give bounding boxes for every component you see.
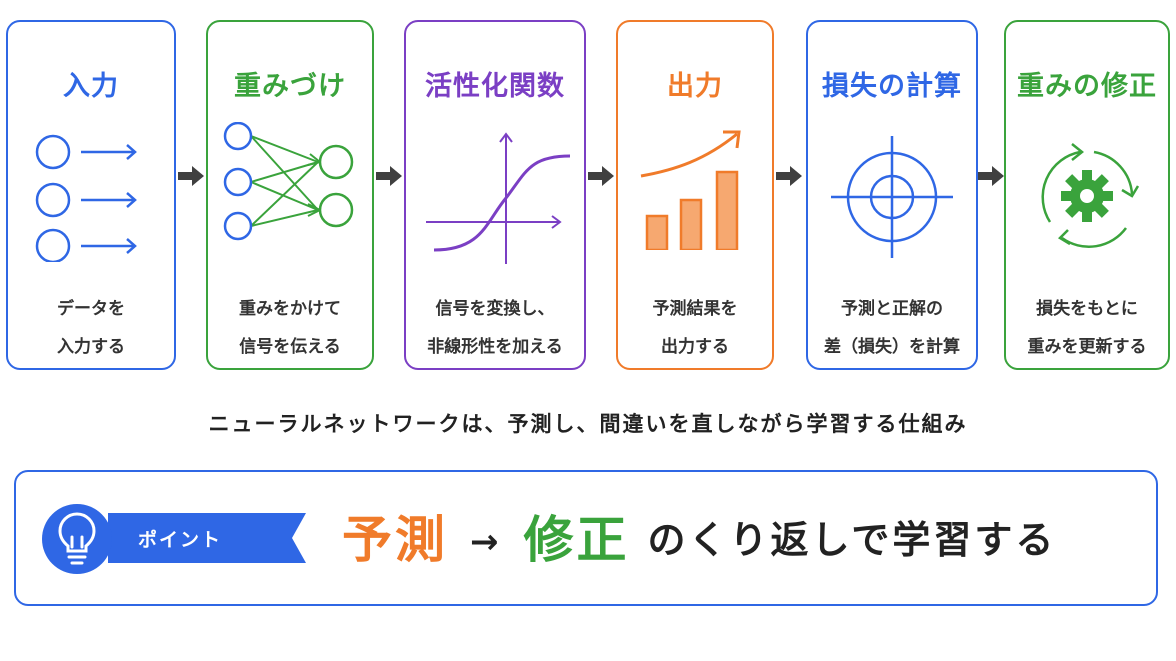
desc-line: 重みを更新する <box>1027 337 1147 357</box>
correct-word: 修正 <box>523 511 630 569</box>
desc-line: 損失をもとに <box>1036 299 1138 319</box>
point-message: 予測 → 修正のくり返しで学習する <box>342 510 1056 572</box>
step-description: 予測と正解の 差（損失）を計算 <box>808 290 976 366</box>
arrow-symbol: → <box>470 522 502 562</box>
desc-line: 信号を伝える <box>239 337 341 357</box>
desc-line: 重みをかけて <box>239 299 341 319</box>
predict-word: 予測 <box>342 511 448 569</box>
step-title: 活性化関数 <box>425 71 565 102</box>
step-loss: 損失の計算 予測と正解の 差（損失）を計算 <box>806 20 978 370</box>
desc-line: 差（損失）を計算 <box>824 337 960 357</box>
flow-arrow-icon <box>374 164 404 192</box>
step-output: 出力 予測結果を 出力する <box>616 20 774 370</box>
step-weight-update: 重みの修正 <box>1004 20 1170 370</box>
bar-growth-icon <box>635 120 755 254</box>
step-activation: 活性化関数 信号を変換し、 非線形性を加える <box>404 20 586 370</box>
flow-arrow-icon <box>774 164 804 192</box>
step-title: 損失の計算 <box>822 71 962 102</box>
desc-line: データを <box>57 299 125 319</box>
weighted-network-icon <box>220 121 360 246</box>
desc-line: 予測結果を <box>652 299 738 319</box>
flow-arrow-icon <box>586 164 616 192</box>
desc-line: 予測と正解の <box>841 299 943 319</box>
desc-line: 非線形性を加える <box>427 337 563 357</box>
lightbulb-icon <box>42 504 112 574</box>
desc-line: 入力する <box>57 337 125 357</box>
desc-line: 出力する <box>661 337 729 357</box>
step-description: 重みをかけて 信号を伝える <box>208 290 372 366</box>
step-title: 出力 <box>667 71 723 102</box>
summary-text: ニューラルネットワークは、予測し、間違いを直しながら学習する仕組み <box>208 412 968 436</box>
step-description: 予測結果を 出力する <box>618 290 772 366</box>
target-icon <box>827 132 957 266</box>
desc-line: 信号を変換し、 <box>435 299 555 319</box>
step-title: 重みづけ <box>234 71 346 102</box>
flow-arrow-icon <box>176 164 206 192</box>
step-input: 入力 データを 入力する <box>6 20 176 370</box>
step-description: データを 入力する <box>8 290 174 366</box>
sigmoid-curve-icon <box>420 128 571 272</box>
point-box: ポイント 予測 → 修正のくり返しで学習する <box>14 470 1158 606</box>
input-nodes-icon <box>31 122 151 266</box>
point-tail-text: のくり返しで学習する <box>647 518 1057 562</box>
step-title: 入力 <box>63 71 119 102</box>
point-label: ポイント <box>138 529 223 551</box>
gear-cycle-icon <box>1022 132 1152 266</box>
step-weighting: 重みづけ 重みをかけて 信号を伝える <box>206 20 374 370</box>
step-description: 信号を変換し、 非線形性を加える <box>406 290 584 366</box>
point-tag <box>108 513 308 567</box>
step-description: 損失をもとに 重みを更新する <box>1006 290 1168 366</box>
flow-arrow-icon <box>976 164 1006 192</box>
step-title: 重みの修正 <box>1017 71 1157 102</box>
